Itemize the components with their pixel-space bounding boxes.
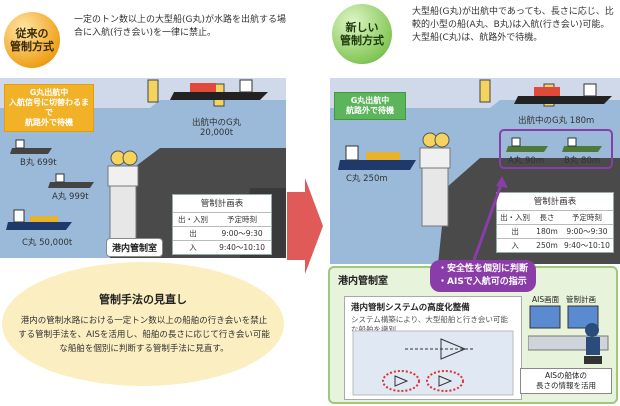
bubble-arrow <box>472 176 508 261</box>
g-ship-icon <box>170 92 268 100</box>
old-method-description: 一定のトン数以上の大型船(G丸)が水路を出航する場合に入航(行き会い)を一律に禁… <box>74 15 286 38</box>
new-ship-c-label: C丸 250m <box>346 174 388 184</box>
safety-bubble: ・安全性を個別に判断 ・AISで入航可の指示 <box>430 260 537 292</box>
old-method-badge: 従来の 管制方式 <box>4 12 60 68</box>
ship-a-icon <box>506 146 548 152</box>
ship-c-icon <box>338 160 416 170</box>
new-harbor-scene <box>330 78 620 264</box>
ship-b-tonnage: 699t <box>37 158 57 168</box>
new-plan-table-title: 管制計画表 <box>533 197 577 207</box>
table-cell: 9:00〜9:30 <box>560 224 613 239</box>
table-header: 出・入別 <box>173 212 214 227</box>
ais-note: AISの船体の 長さの情報を活用 <box>520 368 612 394</box>
ship-a-label: A丸 90m <box>508 156 545 166</box>
table-header: 出・入別 <box>497 210 534 225</box>
ship-a-icon <box>48 182 94 188</box>
g-ship-icon <box>514 96 612 104</box>
table-cell: 180m <box>533 224 561 239</box>
operator-desk-icon <box>528 305 609 364</box>
table-header: 予定時刻 <box>560 210 613 225</box>
ais-screen-label: AIS画面 <box>532 295 560 304</box>
control-tower-icon <box>109 185 137 245</box>
ship-b-label: B丸 80m <box>564 156 601 166</box>
old-waiting-label: G丸出航中 入航信号に切替わるまで 航路外で待機 <box>4 84 94 132</box>
old-outgoing-ship-name: 出航中のG丸 <box>192 118 242 128</box>
new-outgoing-ship-label: 出航中のG丸 180m <box>518 116 595 126</box>
buoy-icon <box>147 79 159 103</box>
transition-arrow <box>287 178 323 274</box>
table-cell: 9:40〜10:10 <box>560 238 613 252</box>
system-text: システム構築により、大型船舶と行き会い可能な船舶を識別 <box>351 315 508 334</box>
ship-a-name: A丸 <box>52 192 67 202</box>
new-method-description: 大型船(G丸)が出航中であっても、長さに応じ、比較的小型の船(A丸、B丸)は入航… <box>412 7 614 43</box>
old-harbor-panel: G丸出航中 入航信号に切替わるまで 航路外で待機 B丸 699t A丸 999t… <box>0 78 286 258</box>
ship-b-name: B丸 <box>20 158 35 168</box>
review-text: 港内の管制水路における一定トン数以上の船舶の行き会いを禁止する管制手法を、AIS… <box>18 316 270 354</box>
ship-c-icon <box>6 222 72 230</box>
table-cell: 出 <box>173 226 214 241</box>
table-cell: 250m <box>533 238 561 252</box>
old-outgoing-ship-tonnage: 20,000t <box>200 128 234 138</box>
new-harbor-panel: G丸出航中 航路外で待機 C丸 250m 出航中のG丸 180m A丸 90m … <box>330 78 620 264</box>
new-waiting-label: G丸出航中 航路外で待機 <box>334 92 406 120</box>
table-header: 長さ <box>533 210 561 225</box>
ship-c-name: C丸 <box>22 238 37 248</box>
radar-diagram <box>352 330 514 396</box>
control-tower-icon <box>421 167 449 227</box>
table-cell: 9:40〜10:10 <box>213 240 271 254</box>
table-cell: 出 <box>497 224 534 239</box>
ship-a-tonnage: 999t <box>69 192 89 202</box>
old-control-room-label: 港内管制室 <box>106 238 164 257</box>
ship-symbol-icon <box>440 338 467 360</box>
ship-symbol-icon <box>438 375 453 387</box>
system-title: 港内管制システムの高度化整備 <box>351 303 470 313</box>
system-panel: 港内管制システムの高度化整備 システム構築により、大型船舶と行き会い可能な船舶を… <box>344 296 522 400</box>
new-control-room-label: 港内管制室 <box>338 276 388 287</box>
control-plan-screen-label: 管制計画 <box>566 295 596 304</box>
buoy-icon <box>479 79 491 103</box>
old-plan-table-title: 管制計画表 <box>200 199 244 209</box>
table-cell: 入 <box>173 240 214 254</box>
ship-symbol-icon <box>394 375 409 387</box>
review-title: 管制手法の見直し <box>99 293 187 306</box>
ab-ships-highlight <box>499 129 613 169</box>
ship-c-tonnage: 50,000t <box>39 238 73 248</box>
ship-b-icon <box>562 146 602 152</box>
table-cell: 入 <box>497 238 534 252</box>
ship-b-icon <box>10 148 52 154</box>
table-header: 予定時刻 <box>213 212 271 227</box>
table-cell: 9:00〜9:30 <box>213 226 271 241</box>
new-method-badge: 新しい 管制方式 <box>332 4 392 64</box>
review-ellipse <box>2 262 284 386</box>
